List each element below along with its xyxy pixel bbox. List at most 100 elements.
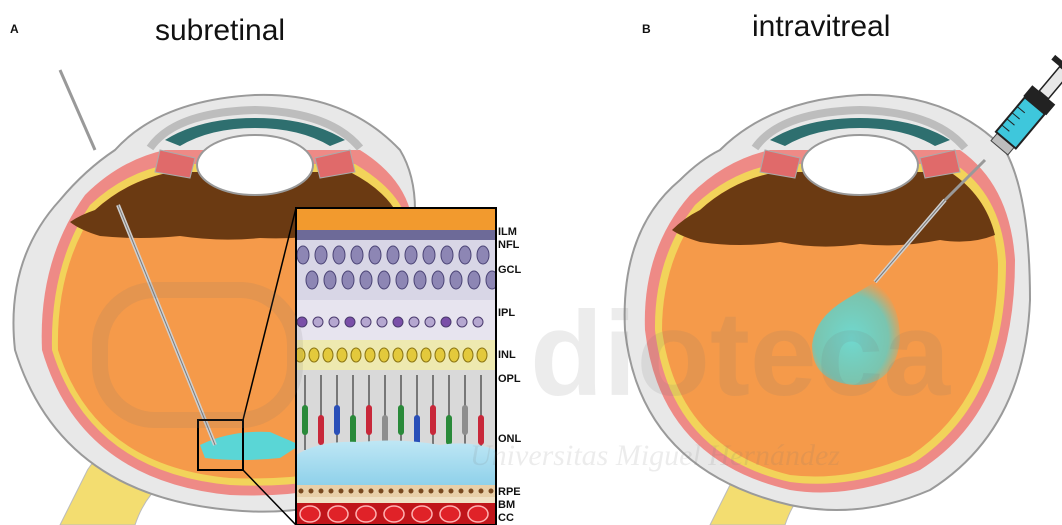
lens-b [802,135,918,195]
amacrine-cell [425,317,435,327]
photoreceptor-cell [446,415,452,445]
rpe-cell [349,489,354,494]
ganglion-cell [387,246,399,264]
bipolar-cell [323,348,333,362]
ganglion-cell [459,246,471,264]
ganglion-cell [351,246,363,264]
label-gcl: GCL [498,264,522,276]
choriocapillaris-vessel [440,506,460,522]
rpe-cell [479,489,484,494]
photoreceptor-cell [430,405,436,435]
rpe-cell [429,489,434,494]
rpe-cell [449,489,454,494]
choriocapillaris-vessel [384,506,404,522]
choriocapillaris-vessel [468,506,488,522]
bipolar-cell [407,348,417,362]
ganglion-cell [333,246,345,264]
watermark-text: dioteca [530,287,951,421]
bipolar-cell [309,348,319,362]
label-ipl: IPL [498,307,515,319]
ganglion-cell [342,271,354,289]
rpe-cell [339,489,344,494]
label-cc: CC [498,512,514,524]
rpe-cell [369,489,374,494]
rpe-cell [309,489,314,494]
ganglion-cell [414,271,426,289]
rpe-cell [299,489,304,494]
bipolar-cell [337,348,347,362]
amacrine-cell [361,317,371,327]
bipolar-cell [421,348,431,362]
rpe-cell [319,489,324,494]
ganglion-cell [468,271,480,289]
bipolar-cell [393,348,403,362]
ganglion-cell [396,271,408,289]
bipolar-cell [463,348,473,362]
photoreceptor-cell [350,415,356,445]
rpe-cell [329,489,334,494]
ganglion-cell [450,271,462,289]
rpe-cell [489,489,494,494]
bipolar-cell [477,348,487,362]
ganglion-cell [378,271,390,289]
ganglion-cell [441,246,453,264]
inset-nfl [296,230,496,240]
rpe-cell [459,489,464,494]
ganglion-cell [306,271,318,289]
needle-icon [60,70,95,150]
label-nfl: NFL [498,239,520,251]
amacrine-cell [377,317,387,327]
inset-rpe [296,485,496,497]
ganglion-cell [405,246,417,264]
amacrine-cell [313,317,323,327]
photoreceptor-cell [334,405,340,435]
photoreceptor-cell [414,415,420,445]
bipolar-cell [351,348,361,362]
photoreceptor-cell [462,405,468,435]
panel-b-letter: B [642,22,651,36]
bipolar-cell [379,348,389,362]
panel-a: A subretinal [10,14,522,525]
photoreceptor-cell [366,405,372,435]
choriocapillaris-vessel [328,506,348,522]
lens-a [197,135,313,195]
label-ilm: ILM [498,226,517,238]
rpe-cell [399,489,404,494]
rpe-cell [379,489,384,494]
amacrine-cell [409,317,419,327]
amacrine-cell [329,317,339,327]
label-inl: INL [498,349,516,361]
amacrine-cell [393,317,403,327]
ganglion-cell [324,271,336,289]
photoreceptor-cell [302,405,308,435]
amacrine-cell [457,317,467,327]
inset-vitreous [296,208,496,230]
bipolar-cell [365,348,375,362]
watermark-subtext: Universitas Miguel Hernández [470,439,840,472]
bipolar-cell [449,348,459,362]
choriocapillaris-vessel [300,506,320,522]
amacrine-cell [473,317,483,327]
rpe-cell [409,489,414,494]
amacrine-cell [441,317,451,327]
rpe-cell [439,489,444,494]
rpe-cell [389,489,394,494]
photoreceptor-cell [382,415,388,445]
bipolar-cell [435,348,445,362]
amacrine-cell [345,317,355,327]
panel-a-letter: A [10,22,19,36]
panel-a-title: subretinal [155,14,285,47]
inset-subretinal-fluid [296,441,496,485]
choriocapillaris-vessel [356,506,376,522]
retina-inset: ILM NFL GCL IPL INL OPL ONL RPE BM CC [295,208,522,525]
ganglion-cell [315,246,327,264]
photoreceptor-cell [398,405,404,435]
panel-b-title: intravitreal [752,10,890,43]
choriocapillaris-vessel [412,506,432,522]
ganglion-cell [369,246,381,264]
label-rpe: RPE [498,486,521,498]
ganglion-cell [477,246,489,264]
photoreceptor-cell [318,415,324,445]
syringe-icon [986,55,1062,159]
